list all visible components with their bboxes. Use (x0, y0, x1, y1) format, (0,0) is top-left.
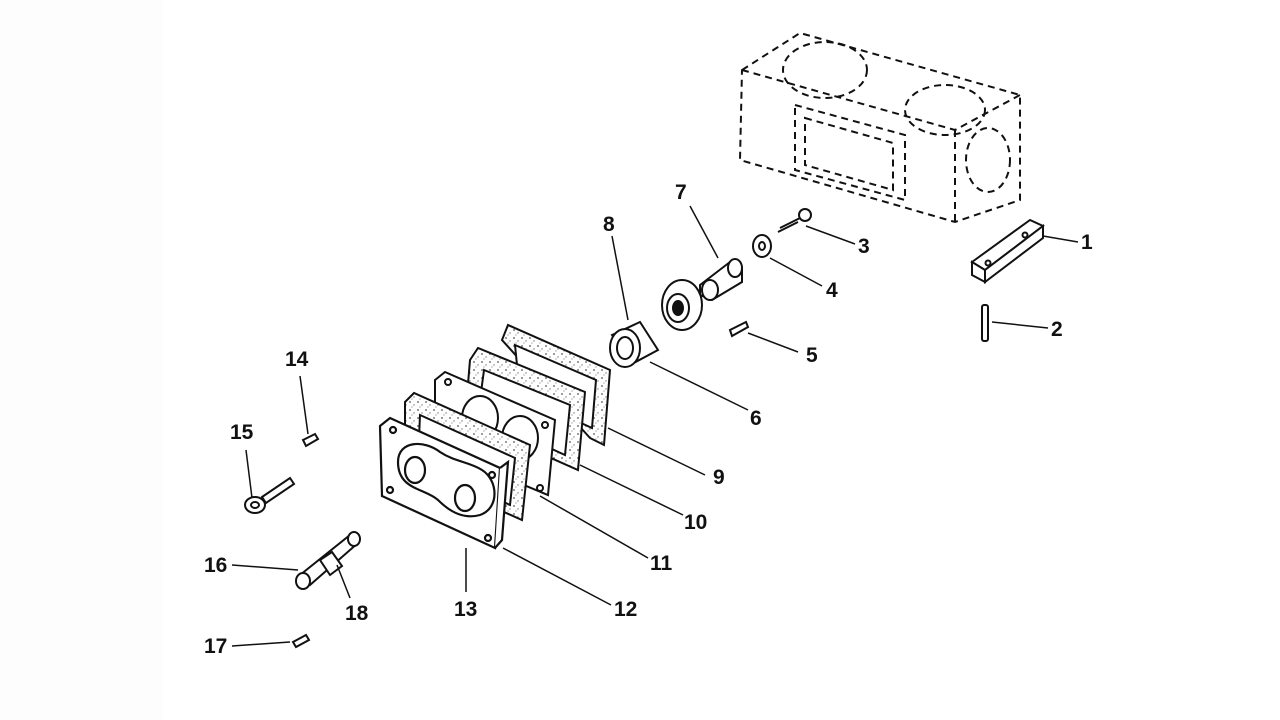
part-pin-2 (981, 304, 989, 342)
callout-7: 7 (675, 181, 687, 204)
callout-16: 16 (204, 554, 228, 577)
callout-4: 4 (826, 279, 838, 302)
callout-6: 6 (750, 407, 762, 430)
left-margin (0, 0, 163, 720)
part-bar (970, 218, 1045, 285)
part-pin-5 (728, 320, 750, 338)
callout-2: 2 (1051, 318, 1063, 341)
callout-3: 3 (858, 235, 870, 258)
callout-8: 8 (603, 213, 615, 236)
callout-12: 12 (614, 598, 638, 621)
part-ring-8 (609, 320, 660, 368)
part-bearing-6 (661, 279, 703, 331)
part-pin-17 (291, 633, 311, 649)
part-pin-14 (301, 432, 320, 448)
part-fitting-7 (699, 258, 743, 302)
callout-1: 1 (1081, 231, 1093, 254)
part-cover-plate-13 (378, 416, 510, 550)
callout-14: 14 (285, 348, 309, 371)
callout-17: 17 (204, 635, 228, 658)
callout-15: 15 (230, 421, 254, 444)
callout-5: 5 (806, 344, 818, 367)
callout-18: 18 (345, 602, 369, 625)
callout-9: 9 (713, 466, 725, 489)
callout-13: 13 (454, 598, 478, 621)
part-screw-3 (777, 208, 812, 233)
phantom-housing (738, 31, 1021, 224)
callout-11: 11 (650, 552, 673, 575)
part-washer-4 (752, 234, 772, 258)
callout-10: 10 (684, 511, 708, 534)
part-bolt-15 (244, 476, 296, 514)
leader-lines (231, 205, 1079, 647)
part-shaft-18 (295, 531, 361, 590)
